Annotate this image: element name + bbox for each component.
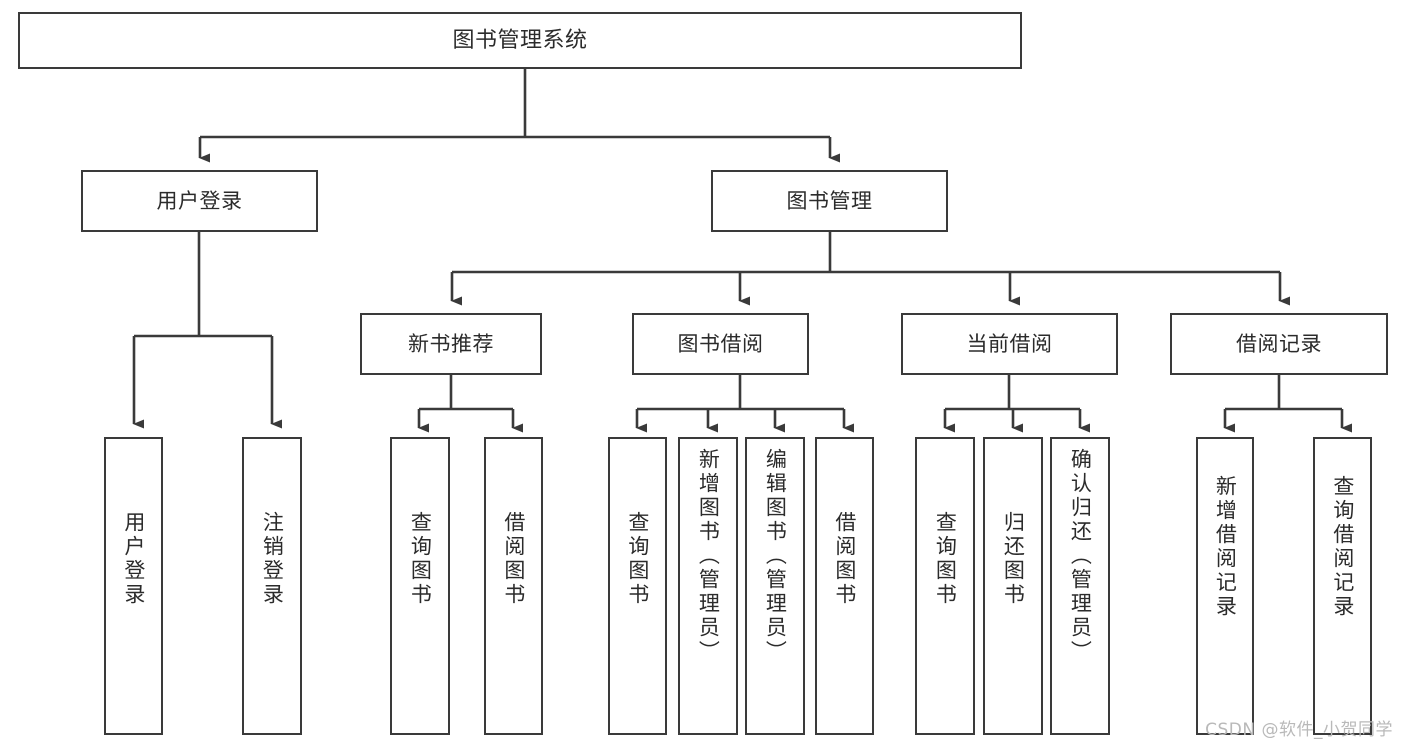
leaf-user-login-label: 用户登录 bbox=[121, 511, 146, 607]
leaf-logout[interactable]: 注销登录 bbox=[242, 437, 302, 735]
node-book-manage[interactable]: 图书管理 bbox=[711, 170, 948, 232]
leaf-add-book-admin-label: 新增图书（管理员） bbox=[696, 448, 721, 664]
node-current-borrow[interactable]: 当前借阅 bbox=[901, 313, 1118, 375]
leaf-borrow-book[interactable]: 借阅图书 bbox=[815, 437, 874, 735]
leaf-add-borrow-record[interactable]: 新增借阅记录 bbox=[1196, 437, 1254, 735]
leaf-edit-book-admin-label: 编辑图书（管理员） bbox=[763, 448, 788, 664]
leaf-borrow-book-label: 借阅图书 bbox=[832, 511, 857, 607]
leaf-add-borrow-record-label: 新增借阅记录 bbox=[1213, 475, 1238, 619]
node-book-borrow-label: 图书借阅 bbox=[677, 331, 764, 356]
node-new-book-recommend-label: 新书推荐 bbox=[408, 331, 494, 356]
leaf-query-book-current[interactable]: 查询图书 bbox=[915, 437, 975, 735]
node-book-borrow[interactable]: 图书借阅 bbox=[632, 313, 809, 375]
leaf-query-book-rec[interactable]: 查询图书 bbox=[390, 437, 450, 735]
node-book-manage-label: 图书管理 bbox=[786, 188, 873, 213]
leaf-query-book-borrow-label: 查询图书 bbox=[625, 511, 650, 607]
leaf-confirm-return-admin[interactable]: 确认归还（管理员） bbox=[1050, 437, 1110, 735]
leaf-return-book[interactable]: 归还图书 bbox=[983, 437, 1043, 735]
leaf-logout-label: 注销登录 bbox=[260, 511, 285, 607]
node-user-login[interactable]: 用户登录 bbox=[81, 170, 318, 232]
node-new-book-recommend[interactable]: 新书推荐 bbox=[360, 313, 542, 375]
leaf-query-book-current-label: 查询图书 bbox=[933, 511, 958, 607]
watermark: CSDN @软件_小贺同学 bbox=[1205, 720, 1393, 740]
node-root-label: 图书管理系统 bbox=[452, 27, 588, 53]
leaf-edit-book-admin[interactable]: 编辑图书（管理员） bbox=[745, 437, 805, 735]
leaf-add-book-admin[interactable]: 新增图书（管理员） bbox=[678, 437, 738, 735]
node-current-borrow-label: 当前借阅 bbox=[966, 331, 1053, 356]
leaf-query-borrow-record[interactable]: 查询借阅记录 bbox=[1313, 437, 1372, 735]
leaf-borrow-book-rec-label: 借阅图书 bbox=[501, 511, 526, 607]
leaf-return-book-label: 归还图书 bbox=[1001, 511, 1026, 607]
leaf-confirm-return-admin-label: 确认归还（管理员） bbox=[1068, 448, 1093, 664]
node-borrow-record[interactable]: 借阅记录 bbox=[1170, 313, 1388, 375]
leaf-query-book-borrow[interactable]: 查询图书 bbox=[608, 437, 667, 735]
node-borrow-record-label: 借阅记录 bbox=[1236, 331, 1322, 356]
leaf-query-borrow-record-label: 查询借阅记录 bbox=[1330, 475, 1355, 619]
leaf-query-book-rec-label: 查询图书 bbox=[408, 511, 433, 607]
node-root[interactable]: 图书管理系统 bbox=[18, 12, 1022, 69]
leaf-borrow-book-rec[interactable]: 借阅图书 bbox=[484, 437, 543, 735]
node-user-login-label: 用户登录 bbox=[156, 188, 243, 213]
leaf-user-login[interactable]: 用户登录 bbox=[104, 437, 163, 735]
